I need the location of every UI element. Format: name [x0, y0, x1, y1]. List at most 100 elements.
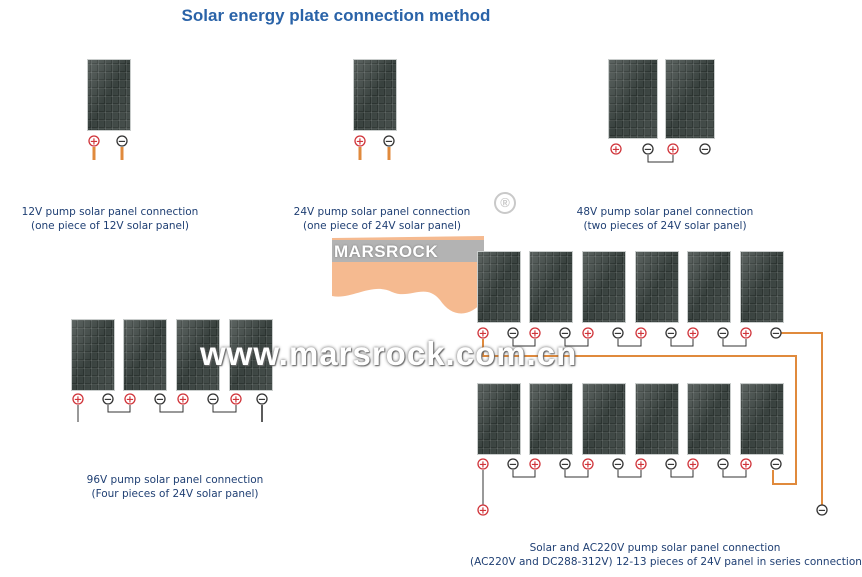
solar-panel [740, 383, 784, 455]
positive-terminal-icon: + [529, 458, 541, 471]
svg-text:−: − [719, 329, 727, 340]
page-title: Solar energy plate connection method [181, 6, 491, 25]
caption-12v-line2: (one piece of 12V solar panel) [30, 220, 190, 232]
negative-terminal-icon: − [559, 458, 571, 471]
positive-terminal-icon: + [354, 135, 366, 148]
solar-panel [635, 251, 679, 323]
caption-24v-line2: (one piece of 24V solar panel) [302, 220, 462, 232]
caption-12v: 12V pump solar panel connection (one pie… [20, 205, 200, 233]
positive-terminal-icon: + [635, 458, 647, 471]
svg-text:−: − [614, 460, 622, 471]
caption-24v-line1: 24V pump solar panel connection [293, 206, 471, 218]
positive-terminal-icon: + [667, 143, 679, 156]
svg-text:−: − [561, 460, 569, 471]
negative-terminal-icon: − [507, 327, 519, 340]
negative-terminal-icon: − [816, 504, 828, 517]
solar-panel [635, 383, 679, 455]
solar-panel [665, 59, 715, 139]
svg-text:+: + [90, 137, 98, 148]
svg-text:+: + [584, 460, 592, 471]
negative-terminal-icon: − [665, 327, 677, 340]
positive-terminal-icon: + [687, 458, 699, 471]
negative-terminal-icon: − [642, 143, 654, 156]
output-wire [777, 332, 823, 505]
svg-text:−: − [644, 145, 652, 156]
svg-text:+: + [669, 145, 677, 156]
solar-panel [123, 319, 167, 391]
solar-panel [87, 59, 131, 131]
svg-text:−: − [258, 395, 266, 406]
svg-text:+: + [479, 329, 487, 340]
series-wire [670, 339, 694, 347]
svg-text:+: + [689, 460, 697, 471]
negative-terminal-icon: − [207, 393, 219, 406]
negative-terminal-icon: − [612, 458, 624, 471]
svg-text:+: + [531, 460, 539, 471]
svg-text:+: + [742, 329, 750, 340]
solar-panel [740, 251, 784, 323]
svg-text:+: + [479, 460, 487, 471]
svg-text:+: + [637, 329, 645, 340]
svg-text:−: − [719, 460, 727, 471]
positive-terminal-icon: + [477, 458, 489, 471]
svg-text:+: + [126, 395, 134, 406]
svg-text:−: − [701, 145, 709, 156]
brand-watermark [332, 236, 484, 314]
url-watermark: www.marsrock.com.cn [200, 335, 578, 372]
series-wire [647, 155, 674, 163]
svg-text:−: − [209, 395, 217, 406]
svg-text:+: + [531, 329, 539, 340]
series-wire [617, 470, 642, 478]
negative-terminal-icon: − [717, 458, 729, 471]
positive-terminal-icon: + [230, 393, 242, 406]
negative-terminal-icon: − [102, 393, 114, 406]
solar-panel [176, 319, 220, 391]
series-wire [617, 339, 642, 347]
svg-text:−: − [118, 137, 126, 148]
series-wire [564, 339, 589, 347]
caption-48v: 48V pump solar panel connection (two pie… [575, 205, 755, 233]
caption-48v-line2: (two pieces of 24V solar panel) [583, 220, 747, 232]
negative-terminal-icon: − [770, 458, 782, 471]
positive-terminal-icon: + [177, 393, 189, 406]
positive-terminal-icon: + [635, 327, 647, 340]
positive-terminal-icon: + [740, 327, 752, 340]
caption-96v-line1: 96V pump solar panel connection [86, 474, 264, 486]
caption-220v: Solar and AC220V pump solar panel connec… [470, 541, 862, 569]
positive-terminal-icon: + [687, 327, 699, 340]
negative-terminal-icon: − [154, 393, 166, 406]
panels-layer [71, 59, 784, 455]
series-wire [212, 405, 237, 413]
svg-text:+: + [232, 395, 240, 406]
row-link-wire [482, 339, 797, 485]
svg-text:−: − [561, 329, 569, 340]
svg-text:+: + [584, 329, 592, 340]
caption-96v: 96V pump solar panel connection (Four pi… [85, 473, 265, 501]
series-wire [107, 405, 131, 413]
negative-terminal-icon: − [559, 327, 571, 340]
registered-mark: ® [494, 192, 516, 214]
svg-text:−: − [667, 329, 675, 340]
negative-terminal-icon: − [256, 393, 268, 406]
positive-terminal-icon: + [124, 393, 136, 406]
solar-panel [687, 251, 731, 323]
solar-panel [529, 383, 573, 455]
positive-terminal-icon: + [477, 504, 489, 517]
svg-text:−: − [818, 506, 826, 517]
caption-220v-line2: (AC220V and DC288-312V) 12-13 pieces of … [470, 556, 862, 568]
svg-text:+: + [74, 395, 82, 406]
series-wire [722, 470, 747, 478]
solar-panel [229, 319, 273, 391]
svg-text:+: + [689, 329, 697, 340]
caption-48v-line1: 48V pump solar panel connection [576, 206, 754, 218]
caption-12v-line1: 12V pump solar panel connection [21, 206, 199, 218]
solar-panel [353, 59, 397, 131]
solar-panel [582, 251, 626, 323]
svg-text:−: − [104, 395, 112, 406]
negative-terminal-icon: − [770, 327, 782, 340]
svg-text:+: + [179, 395, 187, 406]
solar-panel [608, 59, 658, 139]
wires-layer [77, 147, 823, 505]
terminals-layer: +−+−+−+−+−+−+−+−+−+−+−+−+−+−+−+−+−+−+−+−… [72, 135, 828, 517]
